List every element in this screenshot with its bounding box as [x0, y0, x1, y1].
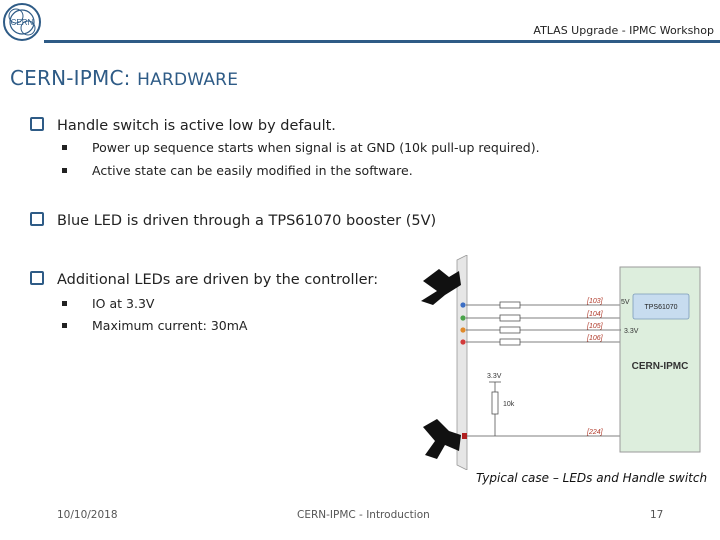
led-resistor — [499, 301, 521, 309]
square-bullet-icon — [62, 323, 67, 328]
page-number: 17 — [650, 509, 664, 521]
square-bullet-icon — [62, 145, 67, 150]
bullet-text: Blue LED is driven through a TPS61070 bo… — [57, 213, 437, 229]
bullet-blue-led: Blue LED is driven through a TPS61070 bo… — [30, 212, 436, 229]
footer-title: CERN-IPMC - Introduction — [297, 509, 430, 521]
diagram-caption: Typical case – LEDs and Handle switch — [476, 471, 708, 485]
pin-label: [104] — [586, 311, 604, 318]
subbullet-text: Active state can be easily modified in t… — [92, 163, 413, 178]
slide-title-main: CERN-IPMC: — [10, 66, 138, 90]
supply-label: 3.3V — [487, 373, 502, 380]
led-handle-switch-diagram: 3.3V 10k [103] [104] [105] [106] [224] T… — [421, 255, 701, 470]
five-v-label: 5V — [621, 299, 630, 306]
led-blue-icon — [460, 302, 466, 308]
cern-logo: CERN — [3, 3, 41, 41]
pin-label: [106] — [586, 335, 604, 342]
pullup-resistor — [491, 391, 499, 415]
checkbox-bullet-icon — [30, 212, 44, 226]
subbullet-text: IO at 3.3V — [92, 296, 155, 311]
subbullet-text: Power up sequence starts when signal is … — [92, 140, 540, 155]
header-title: ATLAS Upgrade - IPMC Workshop — [533, 24, 714, 37]
switch-terminal-icon — [462, 433, 467, 439]
led-resistor — [499, 314, 521, 322]
bottom-handle-icon — [423, 419, 461, 459]
front-panel — [456, 255, 468, 470]
slide-title: CERN-IPMC: HARDWARE — [10, 66, 238, 90]
booster-box — [632, 293, 690, 320]
led-orange-icon — [460, 327, 466, 333]
pin-label: [103] — [586, 298, 604, 305]
checkbox-bullet-icon — [30, 271, 44, 285]
led-red-icon — [460, 339, 466, 345]
logo-text: CERN — [11, 18, 34, 27]
bullet-additional-leds: Additional LEDs are driven by the contro… — [30, 271, 378, 288]
controller-label: CERN-IPMC — [632, 361, 689, 372]
header-divider — [44, 40, 720, 43]
pin-label: [224] — [586, 429, 604, 436]
subbullet-text: Maximum current: 30mA — [92, 318, 248, 333]
square-bullet-icon — [62, 301, 67, 306]
led-resistor — [499, 338, 521, 346]
three-v-booster-label: 3.3V — [624, 328, 639, 335]
booster-label: TPS61070 — [644, 304, 677, 311]
subbullet: Power up sequence starts when signal is … — [62, 140, 540, 155]
pin-label: [105] — [586, 323, 604, 330]
square-bullet-icon — [62, 168, 67, 173]
bullet-text: Additional LEDs are driven by the contro… — [57, 272, 379, 288]
footer-date: 10/10/2018 — [57, 509, 118, 521]
slide-title-sub: HARDWARE — [137, 70, 239, 90]
subbullet: Maximum current: 30mA — [62, 318, 247, 333]
subbullet: Active state can be easily modified in t… — [62, 163, 413, 178]
bullet-text: Handle switch is active low by default. — [57, 118, 336, 134]
top-handle-icon — [421, 269, 461, 305]
resistor-label: 10k — [503, 401, 515, 408]
led-resistor — [499, 326, 521, 334]
led-green-icon — [460, 315, 466, 321]
bullet-handle-switch: Handle switch is active low by default. — [30, 117, 336, 134]
checkbox-bullet-icon — [30, 117, 44, 131]
subbullet: IO at 3.3V — [62, 296, 154, 311]
